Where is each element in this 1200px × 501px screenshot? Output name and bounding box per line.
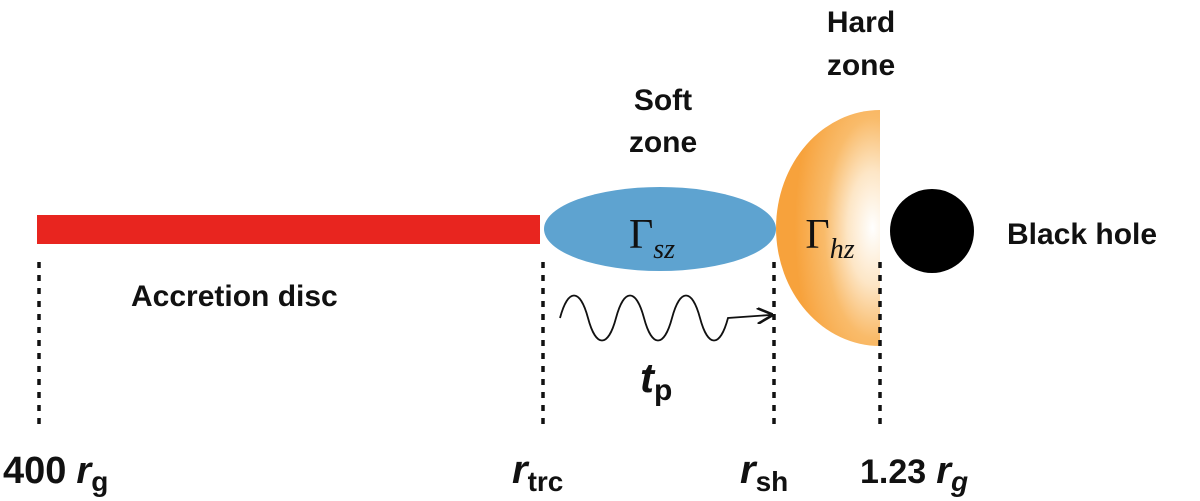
truncation-radius-label: rtrc: [512, 448, 563, 497]
black-hole-circle: [890, 189, 974, 273]
inner-radius-symbol: r: [936, 450, 953, 492]
truncation-radius-subscript: trc: [528, 466, 564, 497]
propagation-time-label: tp: [640, 354, 672, 407]
soft-zone-subscript: sz: [653, 234, 675, 265]
gamma-symbol: Γ: [805, 212, 829, 258]
hard-zone-label-line2: zone: [827, 49, 895, 82]
radius-markers: [37, 262, 882, 425]
hard-zone-gamma: Γhz: [805, 212, 854, 265]
t-symbol: t: [640, 354, 656, 401]
shell-radius-label: rsh: [740, 448, 788, 497]
inner-radius-label: 1.23 rg: [860, 450, 968, 497]
outer-radius-symbol: r: [76, 450, 93, 492]
soft-zone-gamma: Γsz: [629, 212, 675, 265]
outer-radius-subscript: g: [91, 466, 108, 497]
t-subscript: p: [654, 374, 672, 407]
gamma-symbol: Γ: [629, 212, 653, 258]
truncation-radius-symbol: r: [512, 448, 530, 492]
shell-radius-subscript: sh: [756, 466, 789, 497]
accretion-disc-label: Accretion disc: [131, 280, 338, 313]
hard-zone-label-line1: Hard: [827, 6, 895, 39]
accretion-disc-bar: [37, 215, 540, 244]
wavy-arrow-icon: [559, 294, 770, 342]
inner-radius-subscript: g: [950, 466, 968, 497]
soft-zone-label-line1: Soft: [634, 84, 692, 117]
hard-zone-subscript: hz: [830, 234, 855, 265]
black-hole-label: Black hole: [1007, 218, 1157, 251]
soft-zone-ellipse: [544, 187, 776, 271]
shell-radius-symbol: r: [740, 448, 758, 492]
hard-zone-shape: [776, 110, 880, 346]
inner-radius-value: 1.23: [860, 453, 926, 491]
soft-zone-label-line2: zone: [629, 126, 697, 159]
outer-radius-value: 400: [3, 450, 66, 492]
